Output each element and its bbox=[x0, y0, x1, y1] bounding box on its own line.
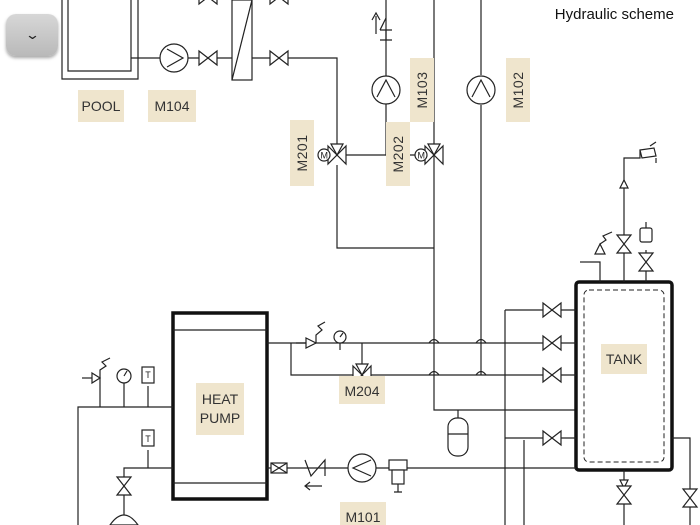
tank-valve-top bbox=[616, 234, 632, 254]
chevron-down-icon: ⌄ bbox=[24, 27, 40, 42]
label-m104: M104 bbox=[148, 90, 196, 122]
label-m204: M204 bbox=[339, 376, 385, 404]
heat-pump-label-2: PUMP bbox=[200, 410, 240, 426]
safety-valve-mid bbox=[296, 321, 347, 350]
pump-m101 bbox=[347, 453, 377, 483]
label-pool: POOL bbox=[78, 90, 124, 122]
check-valve-m101 bbox=[304, 458, 326, 491]
svg-text:T: T bbox=[145, 370, 151, 380]
tank: TANK bbox=[574, 280, 674, 472]
air-vent bbox=[639, 222, 653, 243]
check-valve-top bbox=[371, 11, 392, 41]
strainer bbox=[270, 462, 288, 474]
pump-m104 bbox=[159, 43, 189, 73]
tank-valve-3 bbox=[542, 367, 562, 383]
mixing-valve-m201: M bbox=[317, 143, 347, 166]
label-m103: M103 bbox=[410, 58, 434, 122]
tank-valve-4 bbox=[542, 430, 562, 446]
tank-valve-1 bbox=[542, 302, 562, 318]
pool bbox=[61, 0, 139, 80]
diagram-title: Hydraulic scheme bbox=[554, 6, 674, 23]
mixing-valve-m202: M bbox=[414, 143, 444, 166]
svg-text:M202: M202 bbox=[390, 135, 406, 172]
svg-text:M103: M103 bbox=[414, 71, 430, 108]
pump-m102 bbox=[466, 75, 496, 105]
heat-pump: HEAT PUMP bbox=[171, 311, 269, 501]
valve-top bbox=[269, 50, 289, 66]
thermometer-2: T bbox=[141, 429, 155, 447]
svg-text:M102: M102 bbox=[510, 71, 526, 108]
expansion-vessel bbox=[447, 410, 469, 457]
pump-m103 bbox=[371, 75, 401, 105]
tank-label: TANK bbox=[606, 351, 643, 367]
svg-text:M: M bbox=[418, 151, 426, 161]
safety-valve-tank bbox=[580, 231, 613, 263]
gauge-left bbox=[116, 368, 132, 384]
svg-text:M104: M104 bbox=[154, 98, 189, 114]
label-m102: M102 bbox=[506, 58, 530, 122]
heat-exchanger bbox=[231, 0, 253, 81]
tank-valve-2 bbox=[542, 335, 562, 351]
svg-text:M201: M201 bbox=[294, 134, 310, 171]
svg-text:M101: M101 bbox=[345, 509, 380, 525]
thermometer-1: T bbox=[141, 366, 155, 384]
svg-text:POOL: POOL bbox=[82, 98, 121, 114]
dropdown-button[interactable]: ⌄ bbox=[6, 14, 58, 56]
filter bbox=[388, 459, 408, 493]
valve-pool bbox=[198, 50, 218, 66]
svg-text:M: M bbox=[321, 151, 329, 161]
svg-text:T: T bbox=[145, 434, 151, 444]
tank-valve-side bbox=[638, 252, 654, 272]
tap-icon bbox=[639, 141, 657, 163]
label-m202: M202 bbox=[386, 122, 410, 186]
label-m101: M101 bbox=[340, 502, 386, 525]
svg-text:M204: M204 bbox=[344, 383, 379, 399]
heat-pump-label-1: HEAT bbox=[202, 391, 239, 407]
label-m201: M201 bbox=[290, 120, 314, 186]
safety-valve-left bbox=[82, 357, 111, 385]
